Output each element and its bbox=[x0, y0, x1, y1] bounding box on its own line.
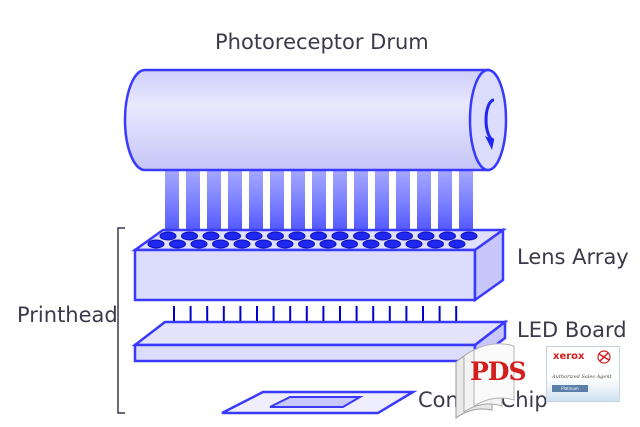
light-beam bbox=[459, 168, 473, 236]
lens bbox=[159, 231, 177, 241]
light-beam bbox=[312, 168, 326, 236]
lens bbox=[147, 239, 165, 249]
lens bbox=[362, 239, 380, 249]
lens bbox=[417, 231, 435, 241]
lens bbox=[288, 231, 306, 241]
lens bbox=[374, 231, 392, 241]
drum-label: Photoreceptor Drum bbox=[215, 30, 429, 54]
light-beam bbox=[270, 168, 284, 236]
light-beams bbox=[165, 168, 473, 236]
control-chip bbox=[221, 390, 418, 415]
led-board-label: LED Board bbox=[517, 318, 627, 342]
printhead-bracket bbox=[117, 227, 125, 414]
lens-grid bbox=[147, 231, 478, 249]
light-beam bbox=[207, 168, 221, 236]
rotation-arrow-icon bbox=[484, 98, 495, 142]
lens bbox=[255, 239, 272, 249]
xerox-tier-tag: Platinum bbox=[552, 385, 588, 392]
lens bbox=[190, 239, 208, 249]
lens bbox=[405, 239, 423, 249]
lens bbox=[212, 239, 229, 249]
led-board bbox=[131, 319, 509, 364]
light-beam bbox=[228, 168, 242, 236]
lens bbox=[319, 239, 337, 249]
xerox-brand: xerox bbox=[553, 351, 585, 362]
lens bbox=[448, 239, 466, 249]
light-beam bbox=[438, 168, 452, 236]
light-beam bbox=[333, 168, 347, 236]
lens bbox=[298, 239, 315, 249]
lens bbox=[181, 231, 198, 241]
lens bbox=[267, 231, 284, 241]
lens bbox=[439, 231, 456, 241]
lens bbox=[233, 239, 251, 249]
lens bbox=[341, 239, 358, 249]
light-beam bbox=[396, 168, 410, 236]
printhead-label: Printhead bbox=[17, 303, 118, 327]
light-beam bbox=[375, 168, 389, 236]
light-beam bbox=[186, 168, 200, 236]
lens bbox=[384, 239, 401, 249]
xerox-agent-line: Authorized Sales Agent bbox=[552, 374, 612, 380]
lens bbox=[427, 239, 444, 249]
light-beam bbox=[291, 168, 305, 236]
light-beam bbox=[417, 168, 431, 236]
lens bbox=[202, 231, 220, 241]
lens bbox=[331, 231, 349, 241]
light-beam bbox=[165, 168, 179, 236]
light-beam bbox=[249, 168, 263, 236]
lens-array bbox=[131, 227, 507, 303]
light-beam bbox=[354, 168, 368, 236]
xerox-sphere-icon bbox=[597, 350, 611, 364]
pds-logo-text: PDS bbox=[470, 357, 527, 386]
lens-array-label: Lens Array bbox=[517, 245, 629, 269]
lens bbox=[353, 231, 370, 241]
pds-logo bbox=[455, 343, 515, 419]
lens bbox=[396, 231, 413, 241]
lens bbox=[460, 231, 478, 241]
lens bbox=[245, 231, 263, 241]
lens bbox=[169, 239, 186, 249]
lens bbox=[310, 231, 327, 241]
photoreceptor-drum bbox=[123, 68, 508, 172]
lens bbox=[276, 239, 294, 249]
lens bbox=[224, 231, 241, 241]
xerox-badge: xerox Authorized Sales Agent Platinum bbox=[546, 346, 620, 402]
